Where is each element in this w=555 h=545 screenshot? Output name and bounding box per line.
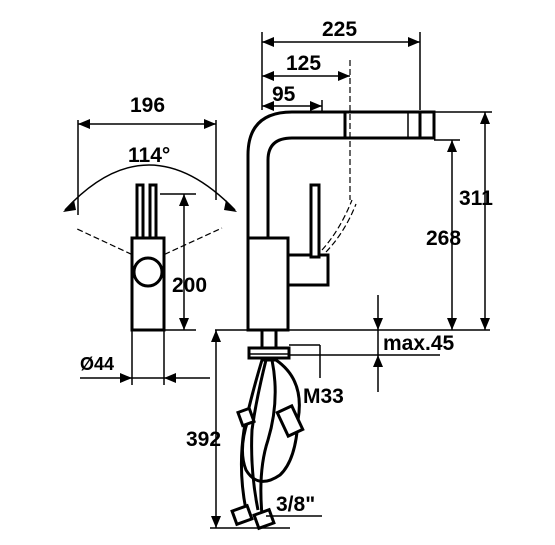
swivel-arrow-left	[63, 200, 76, 212]
side-body	[130, 236, 166, 332]
spray-head	[343, 110, 427, 140]
spout-outer-outline	[246, 110, 420, 240]
handle-housing	[286, 253, 330, 287]
dim-45-label: max.45	[383, 332, 455, 355]
hose-right	[259, 359, 277, 516]
dim-200-arrow-t	[179, 194, 189, 206]
hose-left-2	[250, 359, 268, 511]
dim-45-arrow-b	[373, 355, 383, 367]
side-stem-left	[135, 183, 145, 242]
dim-268-arrow-t	[447, 140, 457, 152]
dim-196-arrow-l	[78, 119, 90, 129]
faucet-body	[246, 236, 290, 332]
dim-38-label: 3/8"	[276, 493, 315, 516]
dim-196-label: 196	[130, 94, 165, 117]
connector-left	[230, 503, 254, 527]
dim-225-arrow-l	[262, 37, 274, 47]
mounting-nut	[247, 346, 291, 360]
dim-200-label: 200	[172, 274, 207, 297]
dim-196-arrow-r	[204, 119, 216, 129]
dim-44-arrow-r	[164, 373, 176, 383]
spout-inner-outline	[266, 136, 345, 240]
pull-out-hose-loop	[241, 358, 301, 483]
dim-268-arrow-b	[447, 318, 457, 330]
dim-125-label: 125	[286, 52, 321, 75]
dim-392-arrow-t	[211, 330, 221, 342]
hose-weight	[275, 403, 305, 439]
dim-45-arrow-t	[373, 318, 383, 330]
dim-swivel-angle-label: 114°	[128, 144, 170, 167]
dim-m33-label: M33	[303, 385, 344, 408]
lever-swing-arc	[321, 199, 353, 251]
side-handle-knob	[132, 256, 164, 288]
lever-swing-arc-2	[325, 203, 357, 253]
swivel-arrow-right	[224, 200, 237, 212]
dim-392-arrow-b	[211, 516, 221, 528]
dim-268-label: 268	[426, 227, 461, 250]
dim-311-label: 311	[459, 187, 493, 210]
dim-95-arrow-r	[310, 101, 322, 111]
dim-311-arrow-b	[480, 318, 490, 330]
lever	[309, 183, 321, 259]
dim-125-arrow-l	[262, 71, 274, 81]
spray-head-tip	[418, 110, 436, 140]
dim-225-arrow-r	[408, 37, 420, 47]
dim-392-label: 392	[186, 428, 221, 451]
dim-95-arrow-l	[262, 101, 274, 111]
side-stem-right	[148, 183, 158, 242]
dim-44-label: Ø44	[80, 354, 114, 374]
dim-225-label: 225	[322, 18, 357, 41]
hose-clip	[236, 406, 256, 428]
dim-125-arrow-r	[338, 71, 350, 81]
dim-95-label: 95	[272, 83, 296, 106]
dim-311-arrow-t	[480, 112, 490, 124]
dim-200-arrow-b	[179, 318, 189, 330]
connector-right	[252, 507, 276, 531]
dim-44-arrow-l	[120, 373, 132, 383]
swivel-arc	[64, 164, 236, 211]
